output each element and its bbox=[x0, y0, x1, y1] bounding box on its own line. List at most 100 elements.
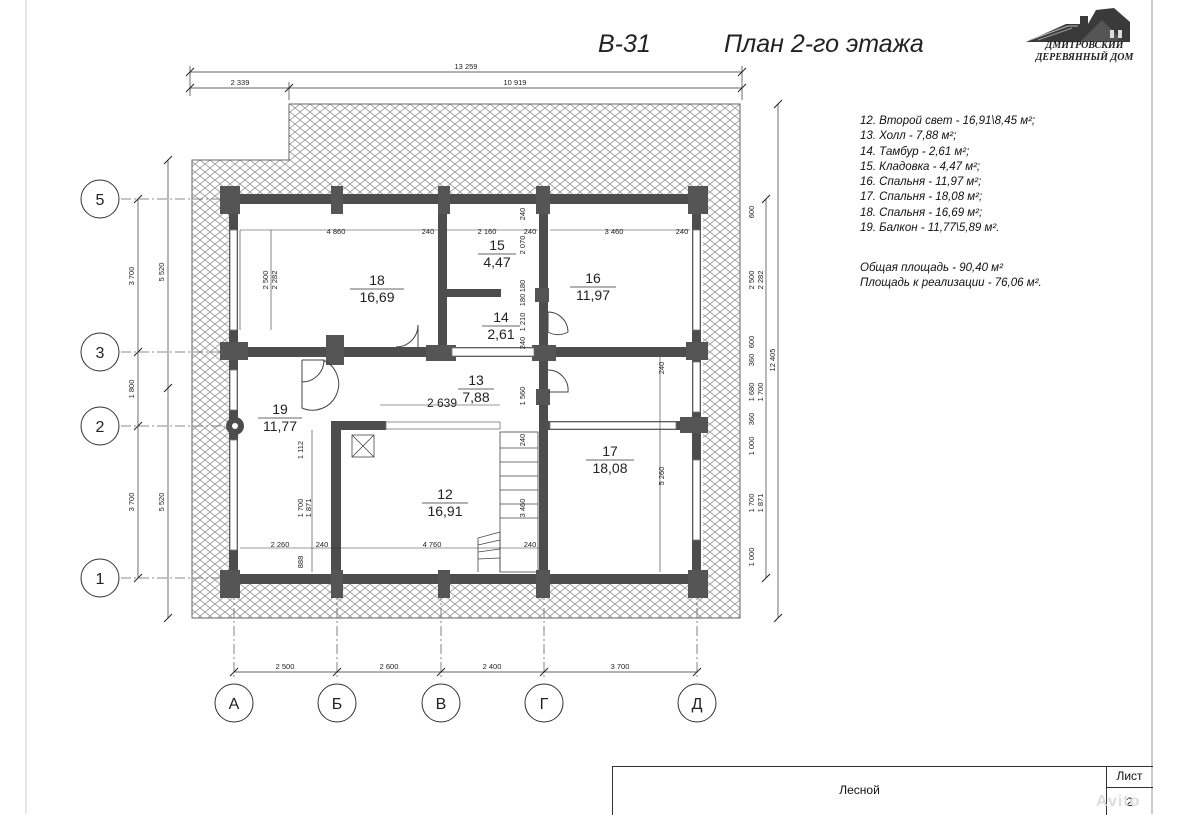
room-number: 16 bbox=[585, 270, 601, 286]
dimension-label: 2 500 bbox=[747, 271, 756, 290]
axis-label-col: А bbox=[229, 696, 240, 713]
room-legend: 12. Второй свет - 16,91\8,45 м²; 13. Хол… bbox=[860, 114, 1035, 236]
legend-item: 17. Спальня - 18,08 м²; bbox=[860, 191, 983, 204]
page-title: План 2-го этажа bbox=[724, 30, 924, 58]
room-number: 18 bbox=[369, 272, 385, 288]
dimension-label: 240 bbox=[524, 227, 537, 236]
legend-item: 13. Холл - 7,88 м²; bbox=[860, 130, 957, 143]
dimension-label: 1 871 bbox=[756, 494, 765, 513]
dimension-label: 180 bbox=[518, 294, 527, 307]
legend-item: 15. Кладовка - 4,47 м²; bbox=[860, 160, 981, 173]
dimension-label: 2 070 bbox=[518, 236, 527, 255]
room-number: 17 bbox=[602, 443, 618, 459]
room-area: 2,61 bbox=[487, 326, 514, 342]
dimension-label: 240 bbox=[518, 337, 527, 350]
avito-watermark: Avito bbox=[1096, 793, 1141, 810]
dimension-label: 1 700 bbox=[296, 499, 305, 518]
legend-item: 14. Тамбур - 2,61 м²; bbox=[860, 145, 970, 158]
dimension-label: 2 282 bbox=[270, 271, 279, 290]
dimension-label: 1 680 bbox=[747, 383, 756, 402]
dimension-label: 240 bbox=[518, 434, 527, 447]
dimension-label: 2 639 bbox=[427, 396, 457, 410]
legend-item: 18. Спальня - 16,69 м²; bbox=[860, 206, 983, 219]
staircase bbox=[477, 431, 539, 573]
dimension-label: 3 700 bbox=[127, 493, 136, 512]
dimension-label: 2 282 bbox=[756, 271, 765, 290]
legend-item: 16. Спальня - 11,97 м²; bbox=[860, 176, 982, 189]
total-area: Общая площадь - 90,40 м² bbox=[860, 262, 1003, 274]
dimension-label: 5 260 bbox=[657, 467, 666, 486]
dimension-label: 240 bbox=[518, 208, 527, 221]
axis-label-col: В bbox=[436, 696, 447, 713]
dimension-label: 13 259 bbox=[455, 62, 478, 71]
dimension-label: 888 bbox=[296, 556, 305, 569]
dimension-label: 1 800 bbox=[127, 380, 136, 399]
dimension-label: 240 bbox=[524, 540, 537, 549]
project-name: Лесной bbox=[839, 783, 880, 797]
axis-label-row: 2 bbox=[96, 419, 105, 436]
room-number: 13 bbox=[468, 372, 484, 388]
dimension-label: 1 000 bbox=[747, 437, 756, 456]
dimension-label: 2 400 bbox=[483, 662, 502, 671]
room-area: 16,69 bbox=[359, 289, 394, 305]
dimension-label: 240 bbox=[676, 227, 689, 236]
sellable-area: Площадь к реализации - 76,06 м². bbox=[860, 277, 1042, 290]
dimension-label: 2 500 bbox=[276, 662, 295, 671]
logo-line-2: ДЕРЕВЯННЫЙ ДОМ bbox=[1035, 52, 1134, 63]
room-area: 16,91 bbox=[427, 503, 462, 519]
company-logo bbox=[1026, 8, 1130, 42]
dimension-label: 2 500 bbox=[261, 271, 270, 290]
dimension-label: 10 919 bbox=[504, 78, 527, 87]
dimension-label: 1 112 bbox=[296, 441, 305, 459]
dimension-label: 5 520 bbox=[157, 493, 166, 512]
axis-label-row: 3 bbox=[96, 345, 105, 362]
legend-item: 12. Второй свет - 16,91\8,45 м²; bbox=[860, 115, 1036, 127]
room-area: 18,08 bbox=[592, 460, 627, 476]
dimension-label: 1 210 bbox=[518, 313, 527, 332]
dimension-label: 600 bbox=[747, 206, 756, 219]
dimension-label: 2 600 bbox=[380, 662, 399, 671]
dimension-label: 3 460 bbox=[518, 499, 527, 518]
dimension-label: 2 160 bbox=[478, 227, 497, 236]
axis-label-col: Г bbox=[540, 696, 549, 713]
dimension-label: 3 460 bbox=[605, 227, 624, 236]
dimension-label: 3 700 bbox=[127, 267, 136, 286]
room-number: 12 bbox=[437, 486, 453, 502]
dimension-label: 1 871 bbox=[304, 499, 313, 518]
axis-label-row: 5 bbox=[96, 192, 105, 209]
area-summary: Общая площадь - 90,40 м² Площадь к реали… bbox=[860, 261, 1042, 292]
dimension-label: 5 520 bbox=[157, 263, 166, 282]
dimension-label: 1 700 bbox=[756, 383, 765, 402]
title-block: Лесной Лист 2 bbox=[612, 766, 1153, 815]
dimension-label: 12 405 bbox=[768, 349, 777, 372]
axis-label-col: Б bbox=[332, 696, 343, 713]
room-number: 14 bbox=[493, 309, 509, 325]
sheet-number: 2 bbox=[1126, 795, 1133, 809]
dimension-label: 4 860 bbox=[327, 227, 346, 236]
dimension-label: 180 bbox=[518, 280, 527, 293]
legend-item: 19. Балкон - 11,77\5,89 м². bbox=[860, 222, 1000, 235]
dimension-label: 1 000 bbox=[747, 548, 756, 567]
room-area: 7,88 bbox=[462, 389, 489, 405]
dimension-label: 2 260 bbox=[271, 540, 290, 549]
dimension-label: 1 560 bbox=[518, 387, 527, 406]
dimension-label: 2 339 bbox=[231, 78, 250, 87]
logo-text: ДМИТРОВСКИЙ ДЕРЕВЯННЫЙ ДОМ bbox=[1022, 40, 1147, 64]
dimension-label: 600 bbox=[747, 336, 756, 349]
dimension-label: 240 bbox=[316, 540, 329, 549]
project-code: B-31 bbox=[598, 30, 651, 58]
dimension-label: 360 bbox=[747, 354, 756, 367]
room-number: 19 bbox=[272, 401, 288, 417]
dimension-label: 1 700 bbox=[747, 494, 756, 513]
axis-label-col: Д bbox=[692, 696, 703, 713]
axis-label-row: 1 bbox=[96, 571, 105, 588]
dimension-label: 240 bbox=[657, 362, 666, 375]
sheet-label: Лист bbox=[1116, 769, 1143, 783]
dimension-label: 360 bbox=[747, 413, 756, 426]
dimension-label: 3 700 bbox=[611, 662, 630, 671]
room-area: 11,97 bbox=[576, 287, 610, 303]
dimension-label: 4 760 bbox=[423, 540, 442, 549]
logo-line-1: ДМИТРОВСКИЙ bbox=[1045, 40, 1124, 51]
